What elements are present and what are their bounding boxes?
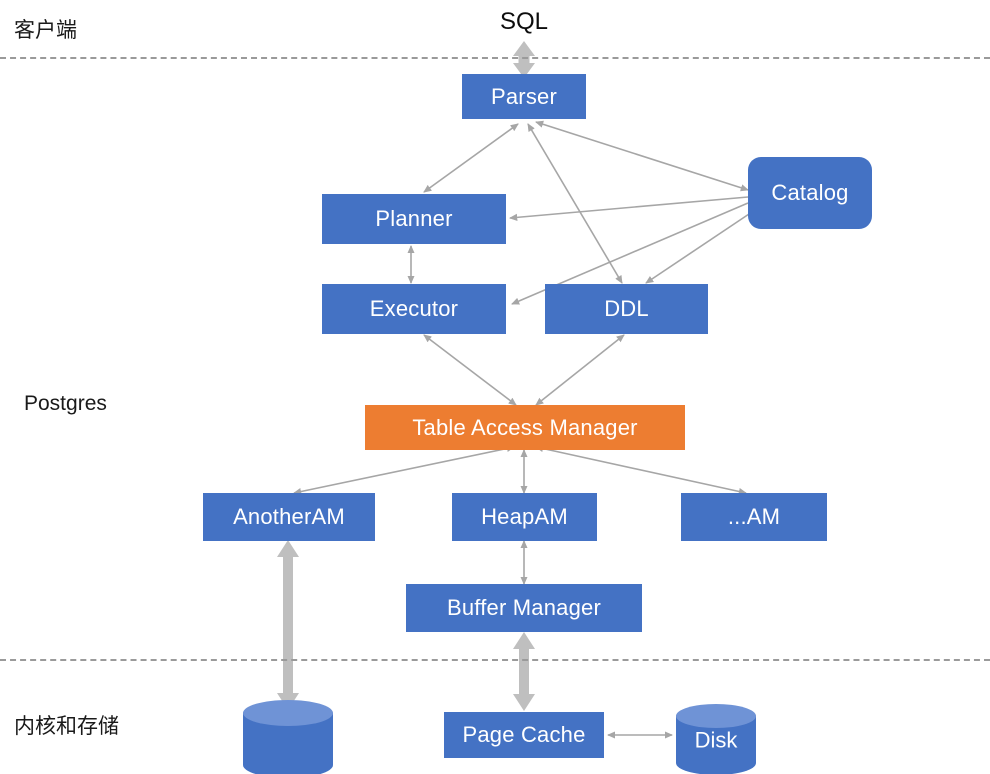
node-storage-cylinder[interactable]: [243, 700, 333, 774]
node-table-access-manager[interactable]: Table Access Manager: [365, 405, 685, 450]
zone-label-postgres: Postgres: [24, 392, 107, 415]
zone-label-client: 客户端: [14, 19, 77, 42]
node-planner[interactable]: Planner: [322, 194, 506, 244]
node-disk[interactable]: Disk: [676, 704, 756, 774]
sql-input-label: SQL: [500, 8, 549, 35]
node-heap-am[interactable]: HeapAM: [452, 493, 597, 541]
client-divider: [0, 57, 990, 59]
node-ddl[interactable]: DDL: [545, 284, 708, 334]
disk-label: Disk: [694, 727, 738, 753]
node-buffer-manager[interactable]: Buffer Manager: [406, 584, 642, 632]
node-executor[interactable]: Executor: [322, 284, 506, 334]
node-another-am[interactable]: AnotherAM: [203, 493, 375, 541]
node-parser[interactable]: Parser: [462, 74, 586, 119]
node-catalog[interactable]: Catalog: [748, 157, 872, 229]
zone-label-kernel-storage: 内核和存储: [14, 715, 119, 738]
node-other-am[interactable]: ...AM: [681, 493, 827, 541]
kernel-divider: [0, 659, 990, 661]
node-page-cache[interactable]: Page Cache: [444, 712, 604, 758]
